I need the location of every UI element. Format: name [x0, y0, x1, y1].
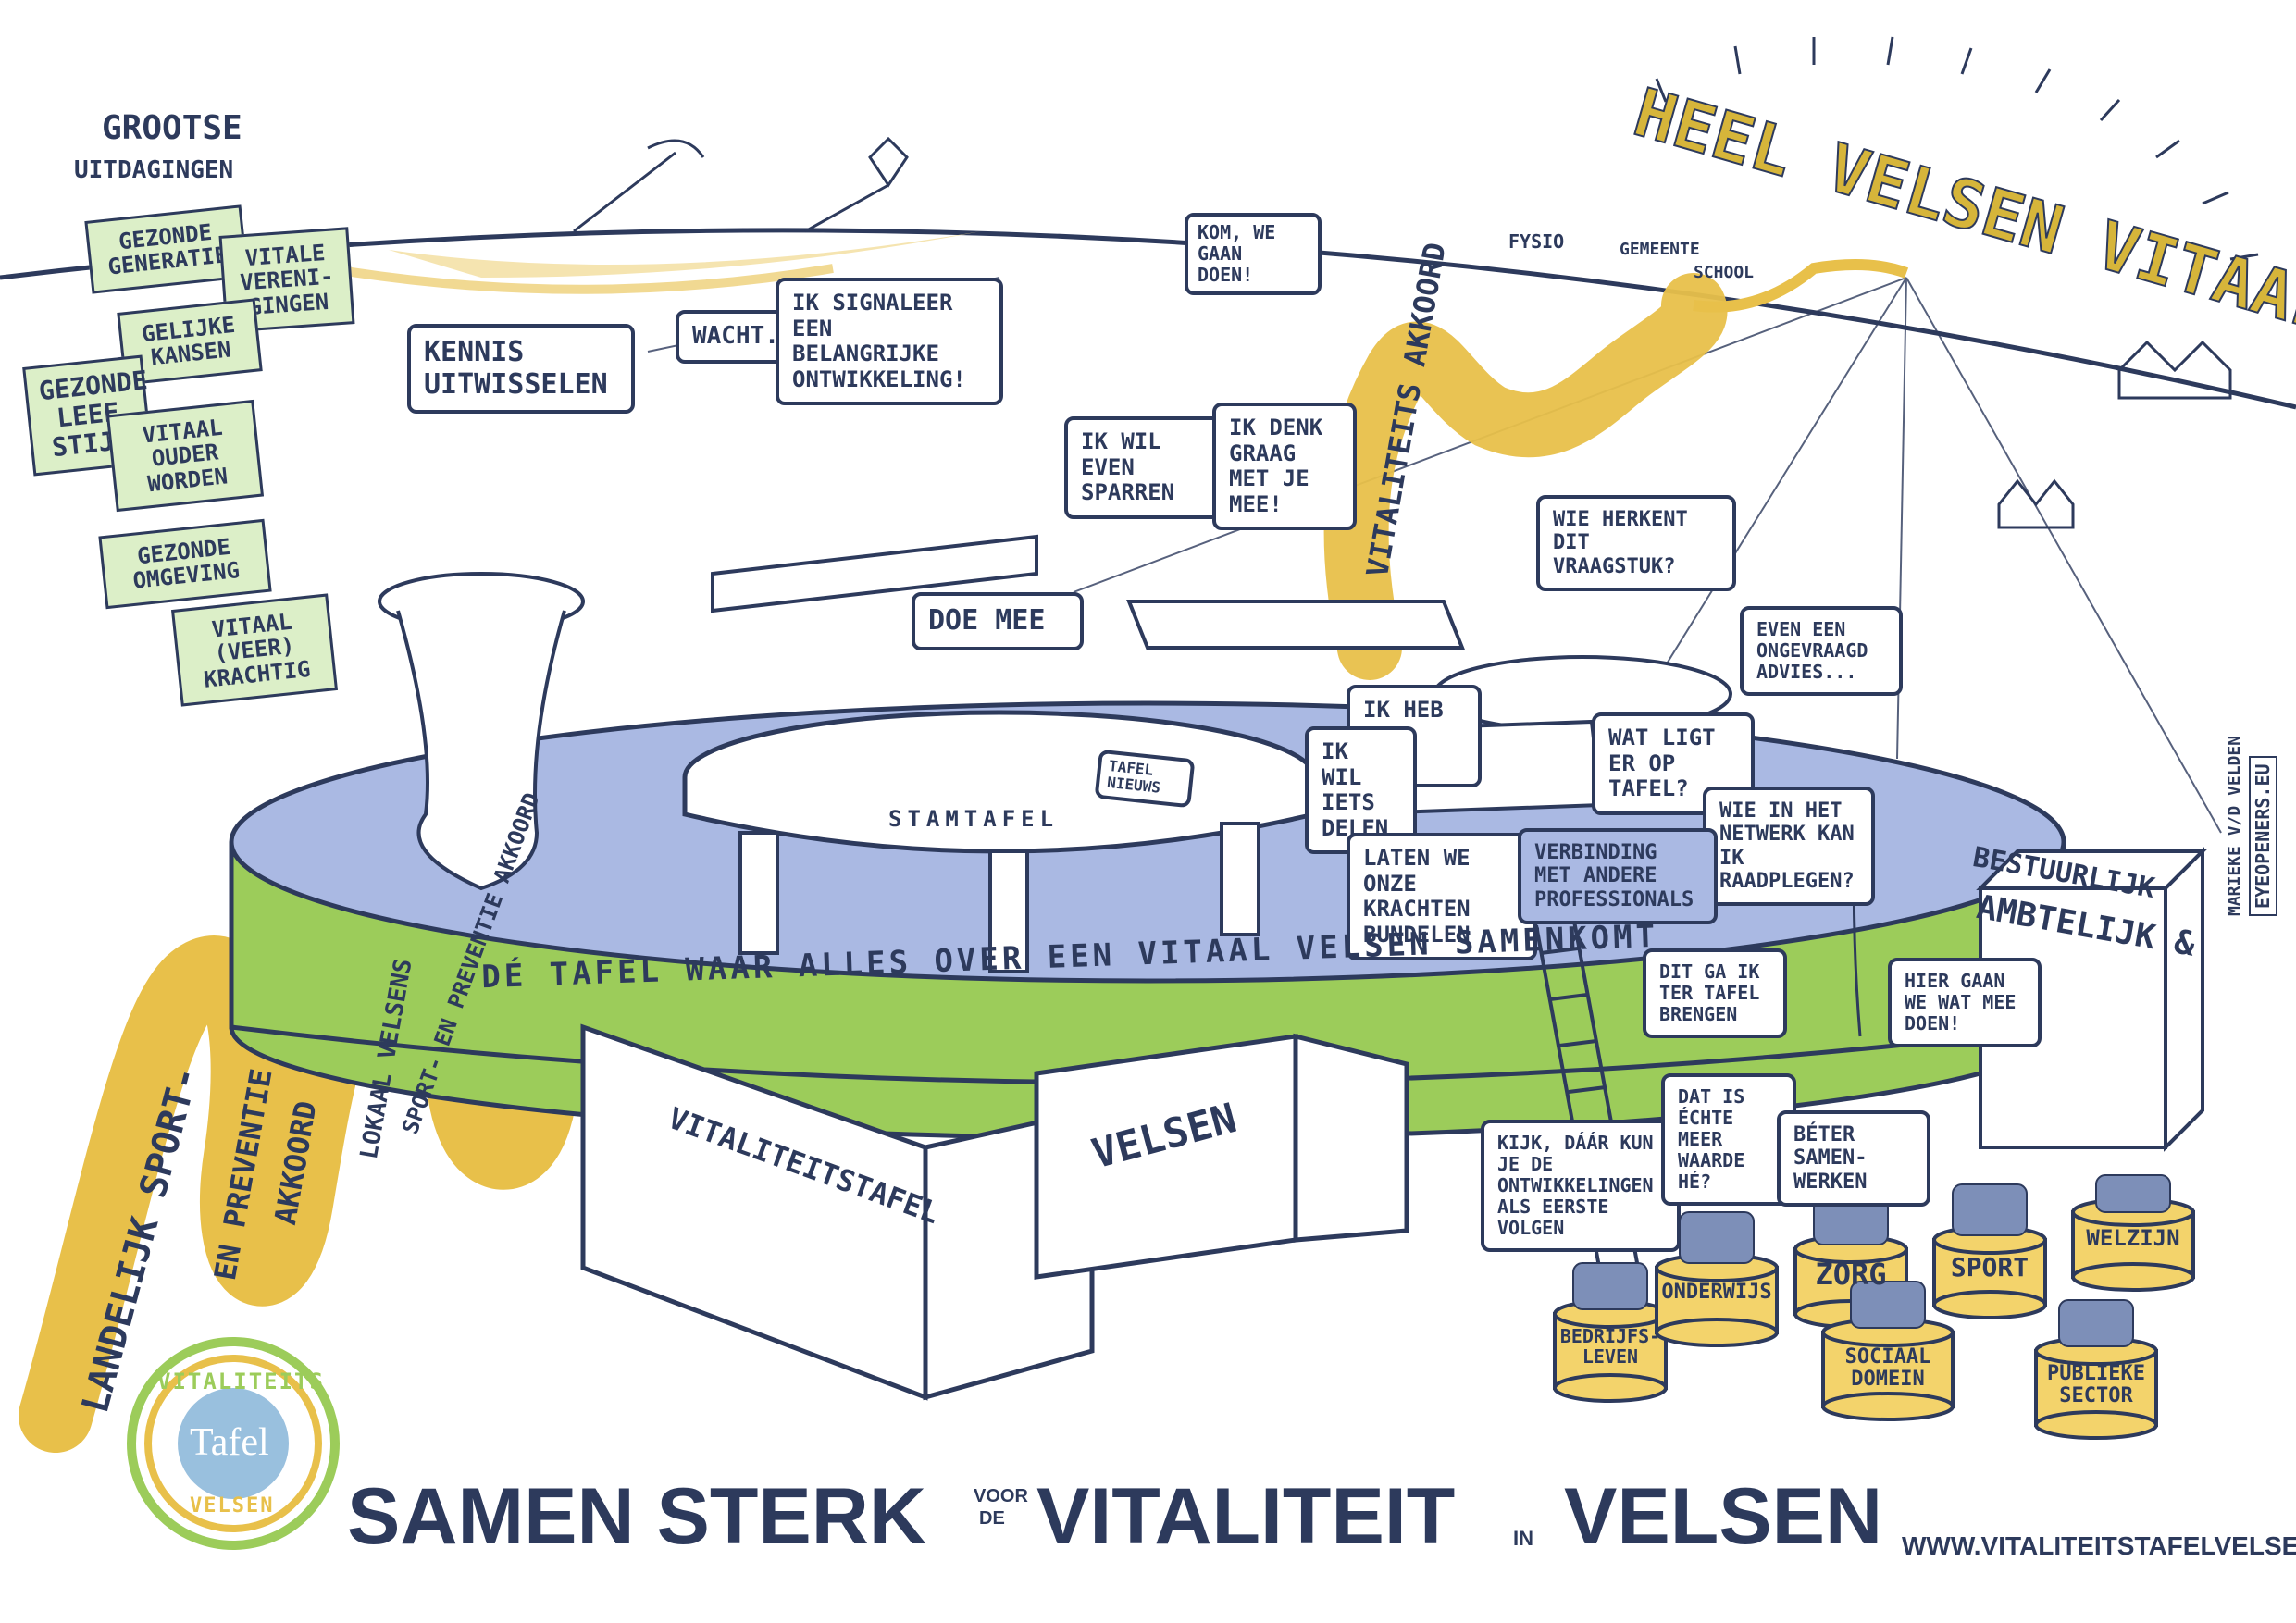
sector-zorg: ZORG	[1815, 1257, 1887, 1292]
sector-bedrijfsleven: BEDRIJFS-LEVEN	[1559, 1325, 1661, 1368]
speech-sparren: IK WIL EVEN SPARREN	[1064, 416, 1227, 519]
speech-verbinding: VERBINDING MET ANDERE PROFESSIONALS	[1518, 828, 1718, 924]
sector-people	[1572, 1174, 2171, 1347]
logo-top: VITALITEITS	[157, 1369, 325, 1394]
logo-middle: Tafel	[190, 1421, 269, 1464]
speech-beter: BÉTER SAMEN-WERKEN	[1777, 1110, 1930, 1207]
sector-sociaal: SOCIAAL DOMEIN	[1844, 1345, 1931, 1392]
footer-de: DE	[979, 1508, 1005, 1529]
speech-kijk: KIJK, DÁÁR KUN JE DE ONTWIKKELINGEN ALS …	[1481, 1120, 1681, 1252]
speech-kennis: KENNIS UITWISSELEN	[407, 324, 635, 414]
footer-velsen: VELSEN	[1564, 1472, 1883, 1561]
speech-netwerk: WIE IN HET NETWERK KAN IK RAADPLEGEN?	[1703, 787, 1875, 907]
speech-krachten: LATEN WE ONZE KRACHTEN BUNDELEN	[1347, 833, 1537, 961]
sand-dune	[389, 231, 981, 278]
platform-legs	[580, 1023, 1409, 1401]
footer-vitaliteit: VITALITEIT	[1036, 1472, 1456, 1561]
logo-center	[178, 1388, 289, 1499]
sector-publieke: PUBLIEKE SECTOR	[2047, 1362, 2145, 1408]
speech-denk: IK DENK GRAAG MET JE MEE!	[1212, 403, 1357, 531]
speech-herkent: WIE HERKENT DIT VRAAGSTUK?	[1536, 495, 1736, 591]
landelijk-ribbon-shape	[19, 814, 611, 1453]
challenge-note: VITAAL OUDER WORDEN	[105, 399, 265, 513]
sector-sport: SPORT	[1950, 1252, 2029, 1282]
kom-bubble: KOM, WE GAAN DOEN!	[1185, 213, 1322, 295]
building-fysio: FYSIO	[1508, 230, 1565, 253]
speech-signaleer: IK SIGNALEER EEN BELANGRIJKE ONTWIKKELIN…	[776, 278, 1003, 406]
horizon-line	[0, 228, 2296, 410]
footer-voor: VOOR	[974, 1486, 1028, 1506]
sector-welzijn: WELZIJN	[2086, 1225, 2180, 1251]
speech-doemee: DOE MEE	[912, 592, 1084, 650]
tafel-nieuws: TAFEL NIEUWS	[1094, 749, 1196, 809]
footer-samen-sterk: SAMEN STERK	[347, 1472, 926, 1561]
sector-onderwijs: ONDERWIJS	[1661, 1281, 1772, 1304]
sun-rays	[1655, 36, 2259, 261]
building-school: SCHOOL	[1694, 263, 1755, 282]
logo-bottom: VELSEN	[190, 1494, 275, 1518]
speech-ligt: WAT LIGT ER OP TAFEL?	[1592, 712, 1755, 815]
speech-advies: EVEN EEN ONGEVRAAGD ADVIES...	[1740, 606, 1903, 696]
challenges-title: GROOTSE	[102, 109, 242, 147]
challenges-subtitle: UITDAGINGEN	[74, 156, 234, 184]
footer-in: IN	[1513, 1527, 1533, 1550]
speech-hiergaan: HIER GAAN WE WAT MEE DOEN!	[1888, 958, 2042, 1047]
credit-artist: MARIEKE V/D VELDEN	[2225, 735, 2244, 916]
speech-brengen: DIT GA IK TER TAFEL BRENGEN	[1643, 948, 1787, 1038]
challenge-note: VITAAL (VEER) KRACHTIG	[170, 593, 339, 707]
credit-site: EYEOPENERS.EU	[2249, 756, 2277, 916]
stamtafel-label: STAMTAFEL	[888, 806, 1060, 832]
building-gemeente: GEMEENTE	[1620, 240, 1700, 259]
akkoord-ribbon-shape	[1323, 273, 1728, 680]
